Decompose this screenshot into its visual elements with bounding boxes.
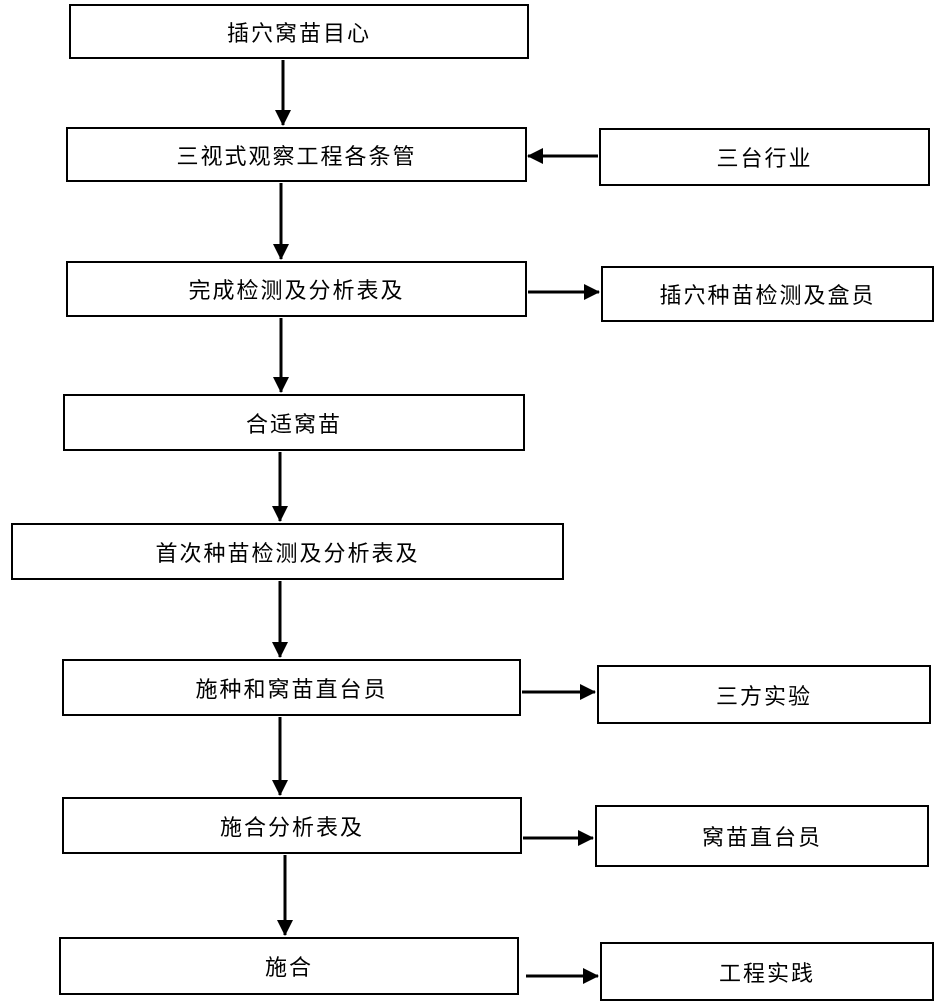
- step-box-7: 施合分析表及: [62, 797, 522, 854]
- step-box-6: 施种和窝苗直台员: [62, 659, 521, 716]
- side-box-4: 窝苗直台员: [595, 805, 929, 867]
- step-box-5: 首次种苗检测及分析表及: [11, 523, 564, 580]
- side-box-2: 插穴种苗检测及盒员: [601, 266, 934, 322]
- side-box-3: 三方实验: [597, 665, 931, 724]
- side-box-5: 工程实践: [600, 942, 934, 1001]
- step-box-2: 三视式观察工程各条管: [66, 127, 527, 182]
- step-box-4: 合适窝苗: [63, 394, 525, 451]
- side-box-1: 三台行业: [599, 128, 930, 186]
- step-box-3: 完成检测及分析表及: [66, 261, 527, 317]
- step-box-1: 插穴窝苗目心: [69, 4, 529, 59]
- step-box-8: 施合: [59, 937, 519, 995]
